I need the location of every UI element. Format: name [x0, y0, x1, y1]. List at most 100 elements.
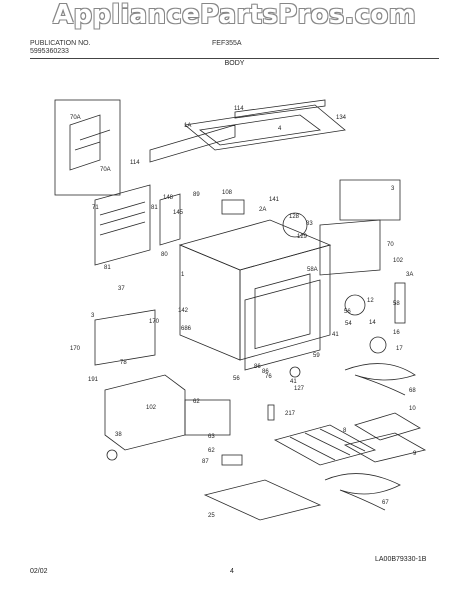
callout-12: 12 [367, 298, 374, 304]
callout-102: 102 [146, 405, 157, 411]
header-rule [30, 58, 439, 59]
callout-129: 129 [297, 234, 308, 240]
callout-58: 58 [393, 301, 400, 307]
drawer-liner [104, 374, 186, 451]
callout-70A: 70A [100, 167, 111, 173]
oven-left-side [179, 244, 241, 361]
leveling-leg [106, 449, 118, 461]
callout-3: 3 [91, 313, 95, 319]
callout-76: 76 [265, 374, 272, 380]
callout-70A: 70A [70, 115, 81, 121]
callout-102: 102 [393, 258, 404, 264]
callout-87: 87 [202, 459, 209, 465]
publication-number: 5995360233 [30, 48, 69, 55]
section-title: BODY [224, 60, 245, 67]
switch-block [184, 399, 231, 436]
callout-10: 10 [409, 406, 416, 412]
callout-59: 59 [313, 353, 320, 359]
callout-108: 108 [222, 190, 233, 196]
callout-86: 86 [254, 364, 261, 370]
inset-box [54, 99, 121, 196]
callout-9: 9 [413, 451, 417, 457]
callout-16: 16 [393, 330, 400, 336]
page-number: 4 [230, 568, 234, 575]
callout-81: 81 [104, 265, 111, 271]
callout-114: 114 [234, 106, 244, 112]
callout-68: 68 [409, 388, 416, 394]
callout-14: 14 [369, 320, 376, 326]
callout-3: 3 [391, 186, 395, 192]
callout-141: 141 [269, 197, 280, 203]
callout-54: 54 [345, 321, 352, 327]
model-number: FEF355A [212, 40, 242, 47]
callout-142: 142 [178, 308, 189, 314]
oven-rack [273, 424, 377, 466]
oven-opening [254, 273, 311, 350]
callout-62: 62 [208, 448, 215, 454]
broil-element [324, 473, 401, 511]
callout-38: 38 [115, 432, 122, 438]
oven-top [178, 219, 332, 271]
callout-686: 686 [181, 326, 192, 332]
callout-56: 56 [344, 309, 351, 315]
top-cover-inner [198, 114, 322, 146]
callout-145: 145 [173, 210, 184, 216]
side-trim-1a [149, 124, 236, 163]
convection-fan [282, 212, 308, 238]
callout-170: 170 [70, 346, 81, 352]
back-panel-3 [339, 179, 401, 221]
door-frame [244, 279, 321, 371]
callout-81: 81 [151, 205, 158, 211]
callout-191: 191 [88, 377, 99, 383]
back-panel-70 [319, 219, 381, 276]
terminal-block [221, 199, 245, 215]
callout-41: 41 [332, 332, 339, 338]
callout-17: 17 [396, 346, 403, 352]
callout-8: 8 [343, 428, 347, 434]
callout-4: 4 [278, 126, 282, 132]
oven-front [239, 244, 331, 361]
callout-1A: 1A [184, 123, 191, 129]
watermark: AppliancePartsPros.com [53, 0, 416, 30]
callout-1: 1 [181, 272, 185, 278]
broil-pan [343, 432, 427, 463]
switch-217 [267, 404, 275, 421]
callout-217: 217 [285, 411, 296, 417]
wiring-box [159, 193, 181, 246]
top-cover [184, 104, 346, 151]
callout-80: 80 [161, 252, 168, 258]
diagram-code: LA00B79330-1B [375, 556, 427, 563]
footer-date: 02/02 [30, 568, 48, 575]
callout-70: 70 [387, 242, 394, 248]
callout-41: 41 [290, 379, 297, 385]
callout-71: 71 [92, 205, 99, 211]
bracket-3a [394, 282, 406, 324]
callout-3A: 3A [406, 272, 413, 278]
callout-83: 83 [306, 221, 313, 227]
foot-127 [289, 366, 301, 378]
callout-2A: 2A [259, 207, 266, 213]
callout-37: 37 [118, 286, 125, 292]
publication-label: PUBLICATION NO. [30, 40, 91, 47]
callout-67: 67 [382, 500, 389, 506]
callout-134: 134 [336, 115, 347, 121]
callout-148: 148 [163, 195, 174, 201]
element-14 [369, 336, 387, 354]
callout-86: 86 [262, 369, 269, 375]
callout-25: 25 [208, 513, 215, 519]
callout-56: 56 [233, 376, 240, 382]
callout-128: 128 [289, 214, 300, 220]
fan-motor [344, 294, 366, 316]
callout-62: 62 [193, 399, 200, 405]
callout-89: 89 [193, 192, 200, 198]
rear-trim [234, 99, 326, 119]
broil-pan-insert [354, 412, 421, 441]
front-panel-3 [94, 309, 156, 366]
callout-78: 78 [120, 360, 127, 366]
inset-panel-70a [69, 114, 111, 171]
callout-170: 170 [149, 319, 160, 325]
side-panel-71 [94, 184, 151, 266]
callout-58A: 58A [307, 267, 318, 273]
callout-114: 114 [130, 160, 140, 166]
